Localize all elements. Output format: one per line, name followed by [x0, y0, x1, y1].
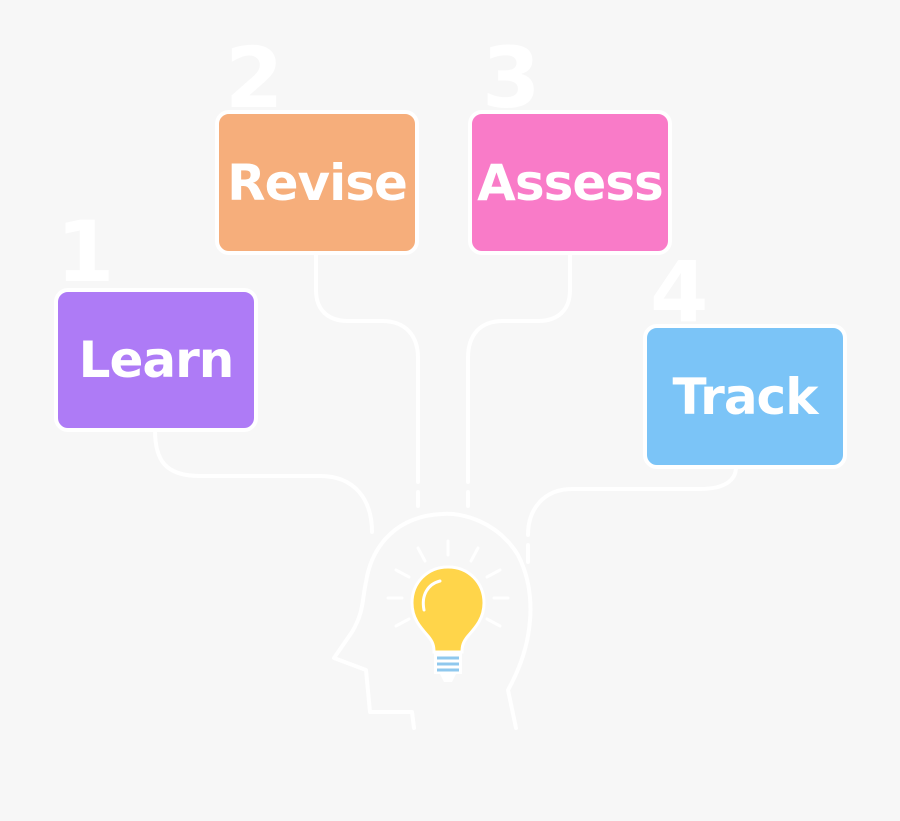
- step-box-learn: Learn: [54, 288, 258, 432]
- step-label-learn: Learn: [78, 331, 235, 389]
- step-number-4: 4: [650, 243, 708, 341]
- connector-learn: [153, 428, 374, 534]
- step-number-2: 2: [225, 29, 283, 127]
- lightbulb-icon: [386, 539, 510, 682]
- connector-track: [526, 465, 738, 537]
- connector-assess: [466, 251, 572, 484]
- step-number-1: 1: [56, 203, 114, 301]
- step-label-track: Track: [672, 367, 819, 426]
- step-box-track: Track: [643, 324, 847, 469]
- step-box-revise: Revise: [215, 110, 419, 255]
- step-number-3: 3: [482, 29, 540, 127]
- connector-revise: [314, 251, 420, 484]
- head-icon: [332, 511, 533, 730]
- step-label-revise: Revise: [227, 153, 408, 212]
- step-label-assess: Assess: [477, 153, 664, 212]
- step-box-assess: Assess: [468, 110, 672, 255]
